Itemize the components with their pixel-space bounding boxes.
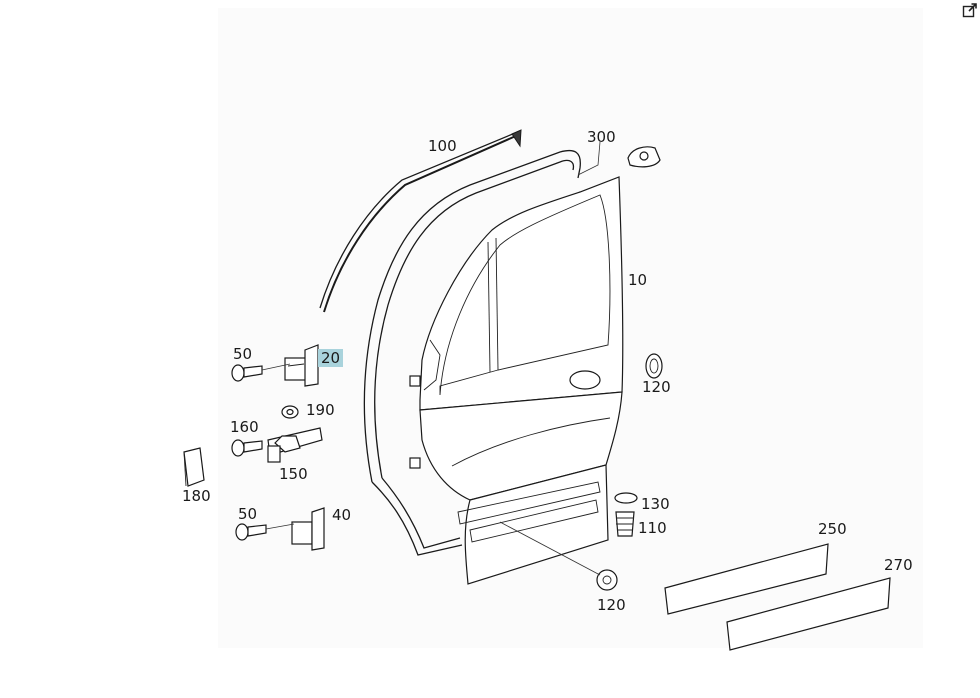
bolt-50-lower[interactable] [235,523,295,541]
trim-strip-270[interactable] [726,577,891,651]
callout-10[interactable]: 10 [628,271,648,289]
bolt-190[interactable] [281,405,299,419]
callout-110[interactable]: 110 [638,519,667,537]
grommet-120-upper[interactable] [645,353,663,379]
door-shell-10[interactable] [409,176,624,585]
callout-270[interactable]: 270 [884,556,913,574]
striker-part[interactable] [627,146,661,168]
bolt-160[interactable] [231,439,263,457]
ring-130[interactable] [614,492,638,504]
callout-100[interactable]: 100 [428,137,457,155]
callout-130[interactable]: 130 [641,495,670,513]
callout-120-upper[interactable]: 120 [642,378,671,396]
callout-50-upper[interactable]: 50 [233,345,253,363]
callout-160[interactable]: 160 [230,418,259,436]
hinge-20[interactable] [284,344,319,387]
callout-250[interactable]: 250 [818,520,847,538]
callout-190[interactable]: 190 [306,401,335,419]
buffer-110[interactable] [615,511,635,537]
callout-20[interactable]: 20 [318,349,344,367]
bolt-50-upper[interactable] [231,363,291,382]
callout-300[interactable]: 300 [587,128,616,146]
callout-50-lower[interactable]: 50 [238,505,258,523]
door-seal-300[interactable] [363,149,581,556]
check-strap-150[interactable] [267,427,323,463]
callout-150[interactable]: 150 [279,465,308,483]
leader-300 [577,141,601,176]
external-link-icon[interactable] [962,2,978,18]
plug-180[interactable] [183,447,205,487]
trim-strip-250[interactable] [664,543,829,615]
grommet-120-lower[interactable] [499,521,618,591]
window-rail-100[interactable] [319,129,522,313]
callout-120-lower[interactable]: 120 [597,596,626,614]
callout-40[interactable]: 40 [332,506,352,524]
callout-180[interactable]: 180 [182,487,211,505]
hinge-40[interactable] [291,507,325,551]
